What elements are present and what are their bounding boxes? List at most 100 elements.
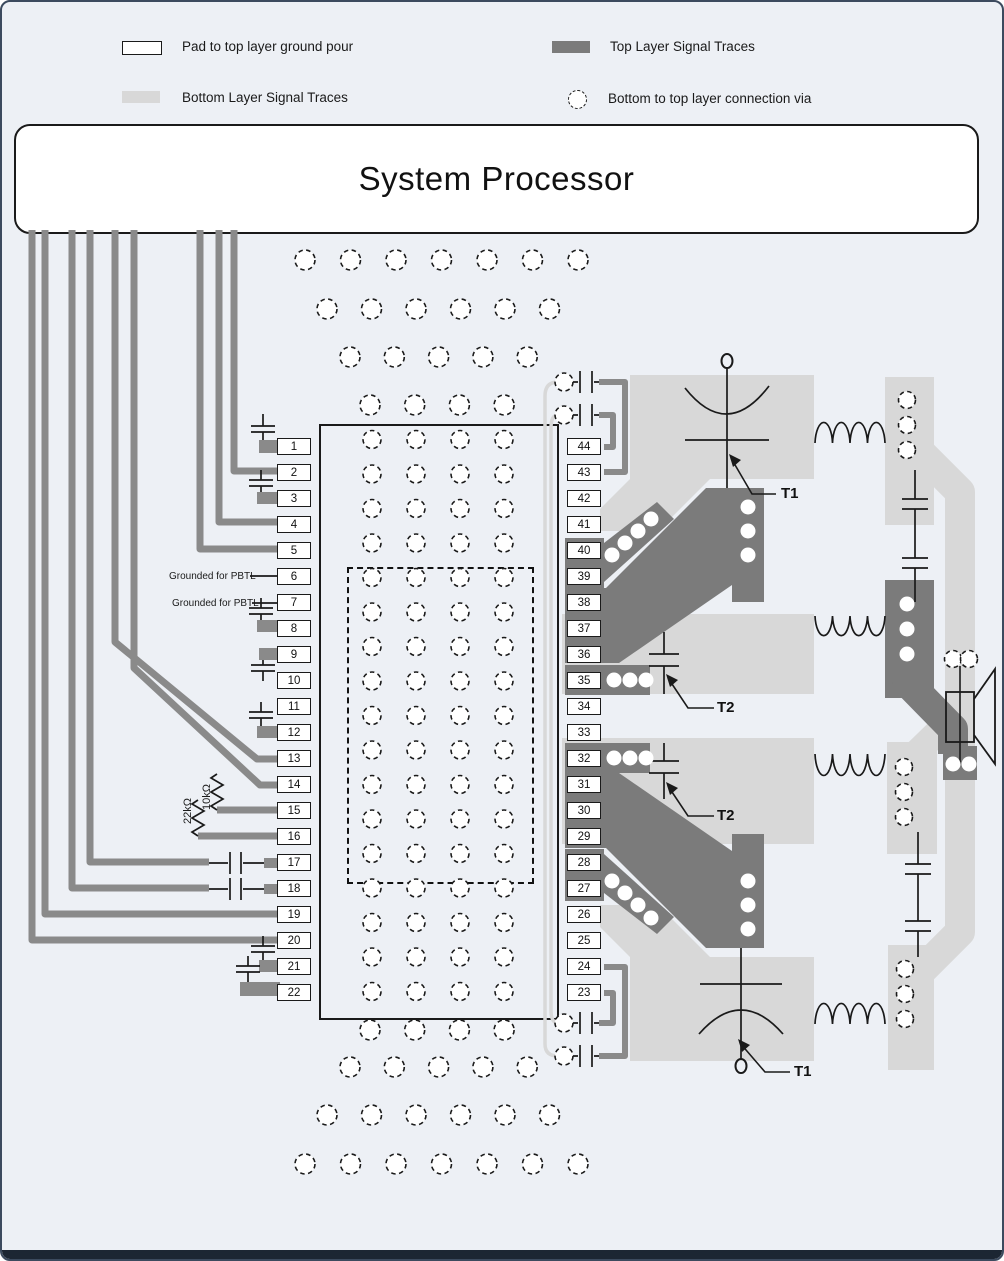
via-plated — [604, 547, 620, 563]
via-dashed — [362, 843, 382, 864]
via-dashed — [494, 671, 514, 691]
via-dashed — [406, 809, 426, 829]
trace-pin4 — [215, 230, 278, 526]
pin-16: 16 — [277, 828, 311, 845]
via-dashed — [406, 533, 426, 553]
label-resistor-22k: 22kΩ — [182, 798, 194, 824]
via-plated — [740, 523, 756, 539]
stub-pin9 — [259, 648, 279, 660]
via-dashed — [472, 346, 494, 368]
trace-pin19 — [41, 230, 278, 918]
via-dashed — [339, 1153, 362, 1175]
stub-pin1 — [259, 440, 279, 453]
cap-pin22 — [236, 956, 260, 982]
cap-via-top2 — [573, 404, 599, 426]
stub-pin17 — [264, 858, 278, 868]
cap-pin3 — [249, 470, 273, 492]
pin-13: 13 — [277, 750, 311, 767]
pin-9: 9 — [277, 646, 311, 663]
via-dashed — [362, 602, 382, 622]
via-dashed — [383, 346, 406, 368]
label-t1-bottom: T1 — [794, 1063, 812, 1080]
pin-1: 1 — [277, 438, 311, 455]
via-dashed — [494, 567, 514, 588]
pin-44: 44 — [567, 438, 601, 455]
via-dashed — [493, 1019, 515, 1041]
pin-17: 17 — [277, 854, 311, 871]
pin-23: 23 — [567, 984, 601, 1001]
pin-39: 39 — [567, 568, 601, 585]
via-dashed — [450, 774, 470, 795]
via-dashed — [360, 1104, 383, 1126]
via-plated — [617, 535, 633, 551]
via-dashed — [406, 981, 426, 1002]
via-dashed — [406, 567, 426, 588]
via-plated — [638, 672, 654, 688]
pin-8: 8 — [277, 620, 311, 637]
via-dashed — [450, 498, 470, 519]
arrowhead-t2-upper — [666, 674, 678, 687]
via-dashed — [494, 947, 514, 967]
pin-19: 19 — [277, 906, 311, 923]
via-dashed — [521, 249, 544, 271]
via-dashed — [405, 1104, 427, 1126]
via-dashed — [494, 774, 514, 795]
via-plated — [617, 885, 633, 901]
via-dashed — [406, 843, 426, 864]
via-dashed — [450, 740, 470, 760]
via-dashed — [362, 705, 382, 726]
via-dashed — [405, 298, 427, 320]
via-dashed — [516, 1056, 539, 1078]
trace-pin18 — [68, 230, 209, 892]
annotation-arrows — [667, 457, 790, 1073]
via-dashed — [339, 249, 362, 271]
via-dashed — [430, 249, 453, 271]
pour-out-bottom — [565, 773, 764, 948]
via-dashed — [554, 405, 574, 425]
via-dashed — [406, 740, 426, 760]
arrow-t1-bottom — [739, 1042, 790, 1073]
via-dashed — [450, 705, 470, 726]
via-dashed — [362, 809, 382, 829]
pin-30: 30 — [567, 802, 601, 819]
pin-40: 40 — [567, 542, 601, 559]
via-dashed — [494, 298, 516, 320]
hook-pin43 — [599, 379, 628, 475]
via-dashed — [494, 843, 514, 864]
thermal-pad-dashed-outline — [347, 567, 534, 884]
bottom-pour-band-top — [600, 375, 814, 531]
pin-stubs — [240, 440, 280, 996]
via-dashed — [472, 1056, 494, 1078]
via-dashed — [362, 498, 382, 519]
via-dashed — [494, 429, 514, 450]
via-plated — [899, 621, 915, 637]
via-dashed — [316, 298, 338, 320]
pin-6: 6 — [277, 568, 311, 585]
via-dashed — [894, 757, 914, 777]
via-dashed — [339, 1056, 361, 1078]
decoupling-hooks — [599, 379, 628, 1059]
via-dashed — [362, 740, 382, 760]
pin-2: 2 — [277, 464, 311, 481]
pin-36: 36 — [567, 646, 601, 663]
cap-t2-upper — [649, 632, 679, 694]
pin-10: 10 — [277, 672, 311, 689]
via-dashed — [450, 981, 470, 1002]
via-dashed — [427, 1056, 450, 1078]
stub-pin21 — [259, 960, 279, 972]
pin-43: 43 — [567, 464, 601, 481]
via-dashed — [448, 1019, 471, 1041]
via-dashed — [494, 533, 514, 553]
via-dashed — [450, 878, 470, 898]
via-dashed — [897, 440, 917, 460]
pin-24: 24 — [567, 958, 601, 975]
via-dashed — [567, 1153, 589, 1175]
pin-7: 7 — [277, 594, 311, 611]
caps-output-top — [902, 470, 928, 602]
via-dashed — [362, 429, 382, 450]
arrowhead-t1-top — [729, 454, 741, 467]
via-plated — [899, 646, 915, 662]
via-dashed — [406, 636, 426, 657]
pin-25: 25 — [567, 932, 601, 949]
